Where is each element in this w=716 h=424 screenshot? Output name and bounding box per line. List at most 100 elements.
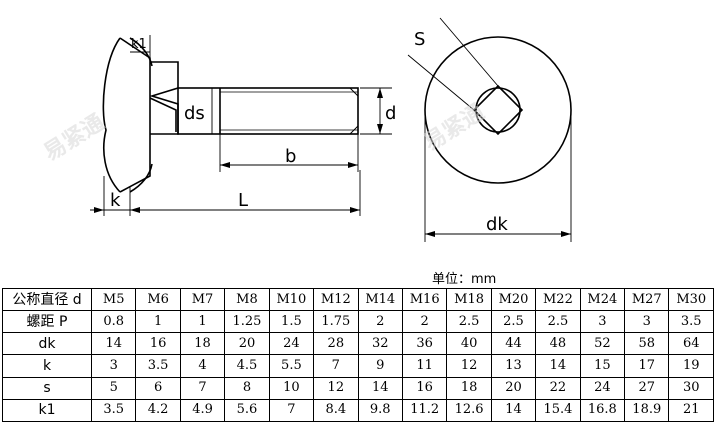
table-cell: 17 (624, 354, 670, 378)
table-cell: 20 (224, 332, 270, 356)
table-cell: 2.5 (490, 310, 537, 334)
header-cell: M30 (668, 287, 714, 312)
table-cell: 18 (179, 332, 226, 356)
table-cell: 40 (446, 332, 492, 356)
table-cell: 3.5 (668, 310, 714, 334)
header-cell: M22 (535, 287, 581, 312)
table-cell: 12 (446, 354, 492, 378)
dk-arrow-left (425, 231, 435, 237)
head-front-circle (424, 36, 572, 184)
table-cell: 14 (90, 332, 137, 356)
square-neck-front (472, 84, 524, 136)
table-cell: 5.5 (268, 354, 315, 378)
table-cell: 58 (624, 332, 670, 356)
table-cell: 11 (401, 354, 448, 378)
table-cell: 22 (535, 376, 581, 400)
header-cell: M8 (224, 287, 270, 312)
d-arrow-top (377, 88, 383, 98)
table-cell: 4.2 (135, 398, 181, 423)
table-cell: 4.9 (179, 398, 226, 423)
table-cell: 44 (490, 332, 537, 356)
table-cell: 14 (490, 398, 537, 423)
table-cell: 64 (668, 332, 714, 356)
table-cell: 19 (668, 354, 714, 378)
table-cell: 12.6 (446, 398, 492, 423)
table-cell: 1 (135, 310, 181, 334)
table-cell: 3.5 (135, 354, 181, 378)
thread-circle (475, 87, 521, 133)
table-cell: 9.8 (357, 398, 403, 423)
table-cell: 10 (268, 376, 315, 400)
bolt-head-inner (119, 37, 151, 193)
table-cell: 6 (135, 376, 181, 400)
header-cell: M14 (357, 287, 403, 312)
table-cell: 3 (90, 354, 137, 378)
d-arrow-bottom (377, 124, 383, 134)
table-cell: 1.5 (268, 310, 315, 334)
table-cell: 0.8 (90, 310, 137, 334)
header-cell: M16 (401, 287, 448, 312)
table-cell: 7 (268, 398, 315, 423)
table-cell: 27 (624, 376, 670, 400)
table-cell: 16.8 (579, 398, 626, 423)
table-cell: 2 (357, 310, 403, 334)
table-cell: 1 (179, 310, 226, 334)
header-cell: M20 (490, 287, 537, 312)
header-cell: M12 (313, 287, 359, 312)
table-cell: 16 (135, 332, 181, 356)
carriage-bolt-drawing: k1 ds d b k L S dk (90, 17, 572, 242)
table-cell: 15 (579, 354, 626, 378)
table-cell: 11.2 (401, 398, 448, 423)
table-cell: 24 (268, 332, 315, 356)
L-arrow-right (350, 207, 360, 213)
label-k1: k1 (131, 37, 147, 52)
table-cell: 2.5 (446, 310, 492, 334)
table-cell: 4 (179, 354, 226, 378)
table-cell: 52 (579, 332, 626, 356)
L-arrow-left (130, 207, 140, 213)
table-cell: 14 (535, 354, 581, 378)
table-cell: 48 (535, 332, 581, 356)
k-arrow-left (94, 207, 104, 213)
table-cell: 24 (579, 376, 626, 400)
table-cell: 8 (224, 376, 270, 400)
s-ext (439, 17, 499, 87)
table-cell: 21 (668, 398, 714, 423)
table-cell: 20 (490, 376, 537, 400)
unit-label: 单位：mm (432, 272, 497, 287)
label-ds: ds (184, 103, 205, 124)
table-cell: 13 (490, 354, 537, 378)
square-neck-lower (149, 97, 177, 132)
table-cell: 2.5 (535, 310, 581, 334)
table-cell: 5.6 (224, 398, 270, 423)
header-cell: M5 (90, 287, 137, 312)
row-label: k1 (2, 398, 92, 423)
thread-chamfer (349, 87, 359, 135)
table-cell: 14 (357, 376, 403, 400)
label-dk: dk (486, 214, 508, 235)
table-cell: 3 (579, 310, 626, 334)
header-cell: M6 (135, 287, 181, 312)
bolt-head-outline (102, 37, 121, 193)
label-L: L (238, 190, 248, 211)
dk-arrow-right (561, 231, 571, 237)
table-cell: 32 (357, 332, 403, 356)
bolt-shank (177, 87, 359, 135)
square-neck (149, 61, 179, 135)
header-cell: M10 (268, 287, 315, 312)
table-cell: 30 (668, 376, 714, 400)
row-label: 公称直径 d (2, 287, 92, 312)
table-cell: 18 (446, 376, 492, 400)
b-arrow-right (348, 162, 358, 168)
table-cell: 4.5 (224, 354, 270, 378)
table-cell: 15.4 (535, 398, 581, 423)
s-dim-line (407, 54, 475, 111)
label-d: d (385, 103, 396, 124)
bolt-head-arc-bottom (129, 163, 153, 193)
